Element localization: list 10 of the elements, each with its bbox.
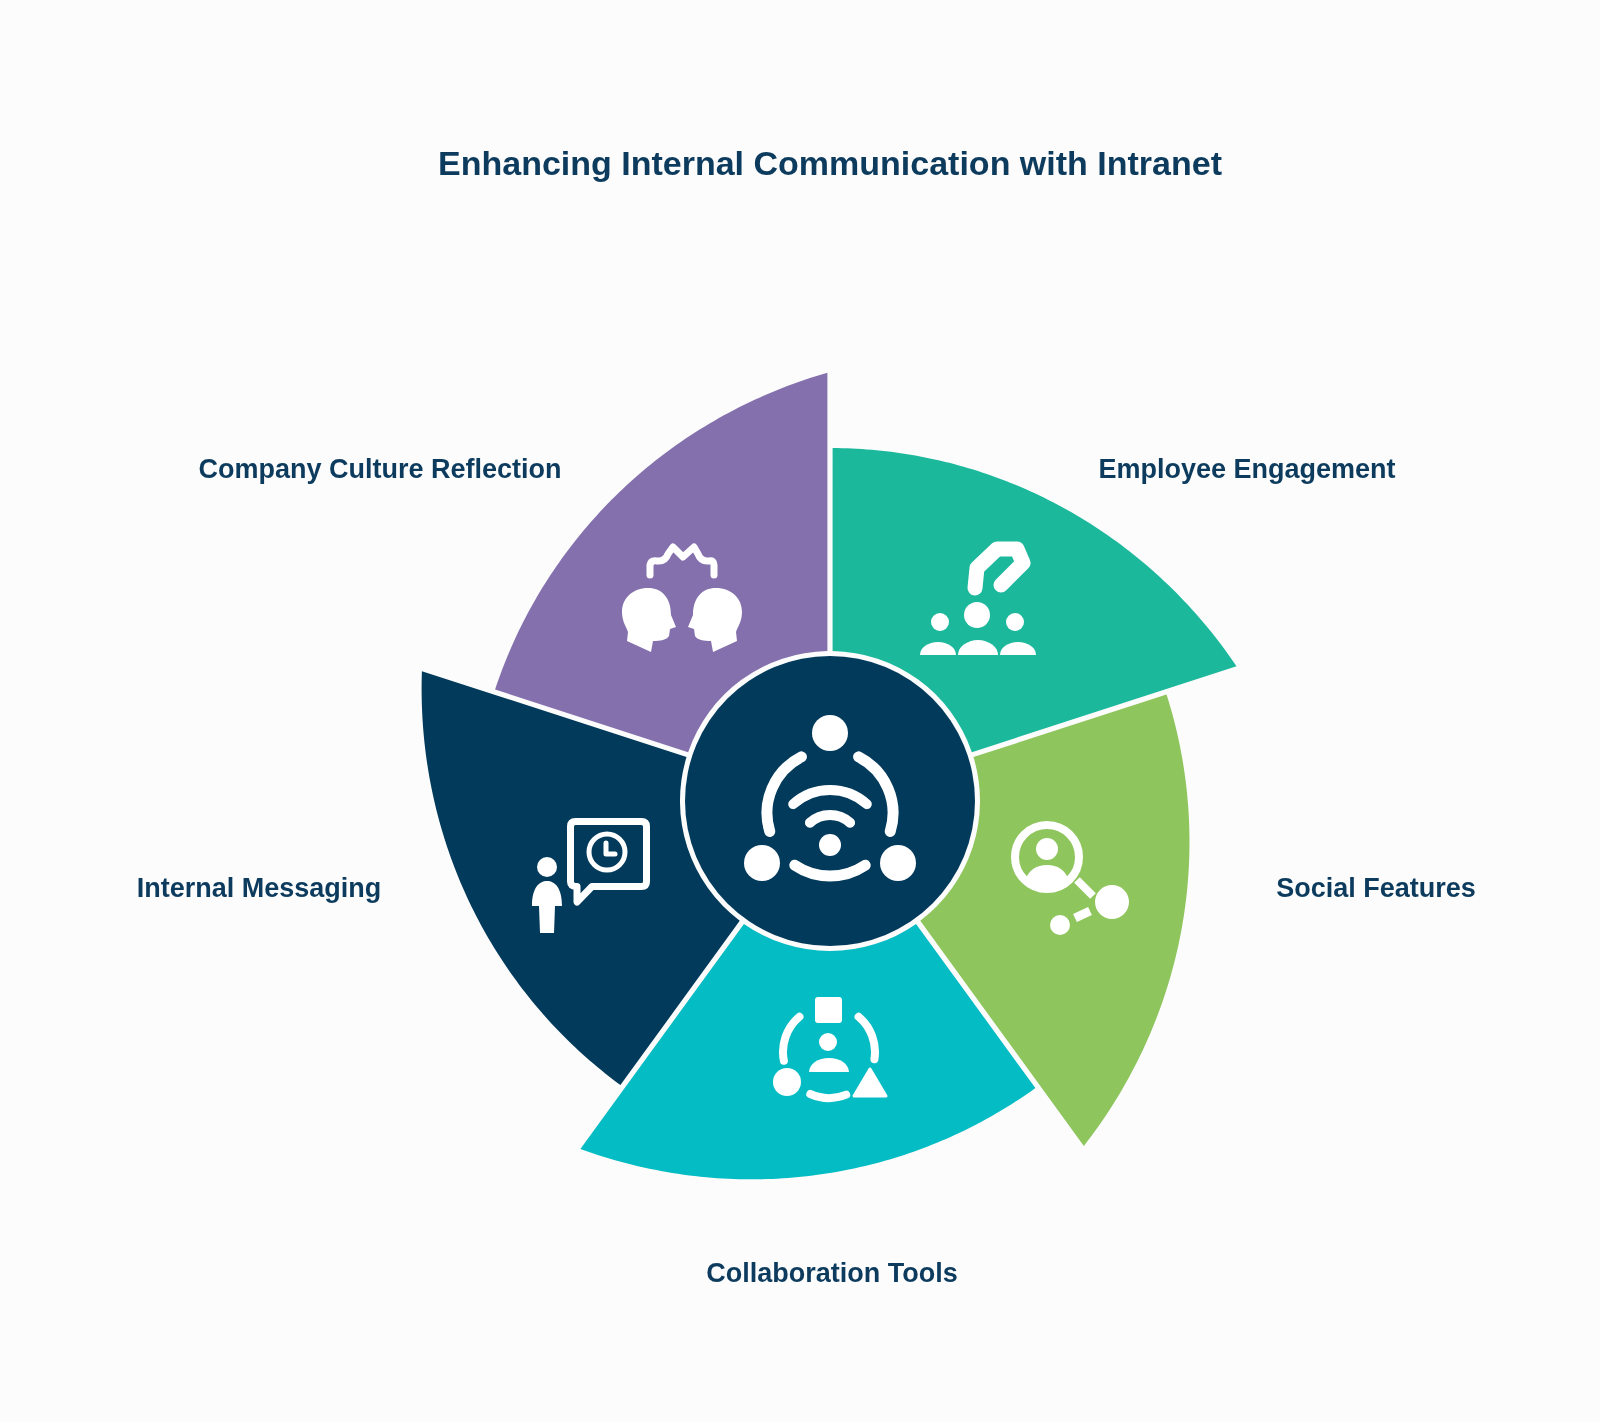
- diagram-title: Enhancing Internal Communication with Intranet: [438, 142, 1222, 184]
- wedge-segment: [580, 923, 1036, 1180]
- segment-label: Social Features: [1276, 871, 1476, 905]
- segment-label: Company Culture Reflection: [198, 452, 562, 486]
- segment-label: Collaboration Tools: [706, 1256, 958, 1290]
- segment-label: Employee Engagement: [1098, 452, 1396, 486]
- wedge-segment: [421, 671, 740, 1086]
- segment-label: Internal Messaging: [136, 871, 382, 905]
- wedge-segment: [832, 448, 1237, 753]
- wedge-segment: [920, 694, 1190, 1146]
